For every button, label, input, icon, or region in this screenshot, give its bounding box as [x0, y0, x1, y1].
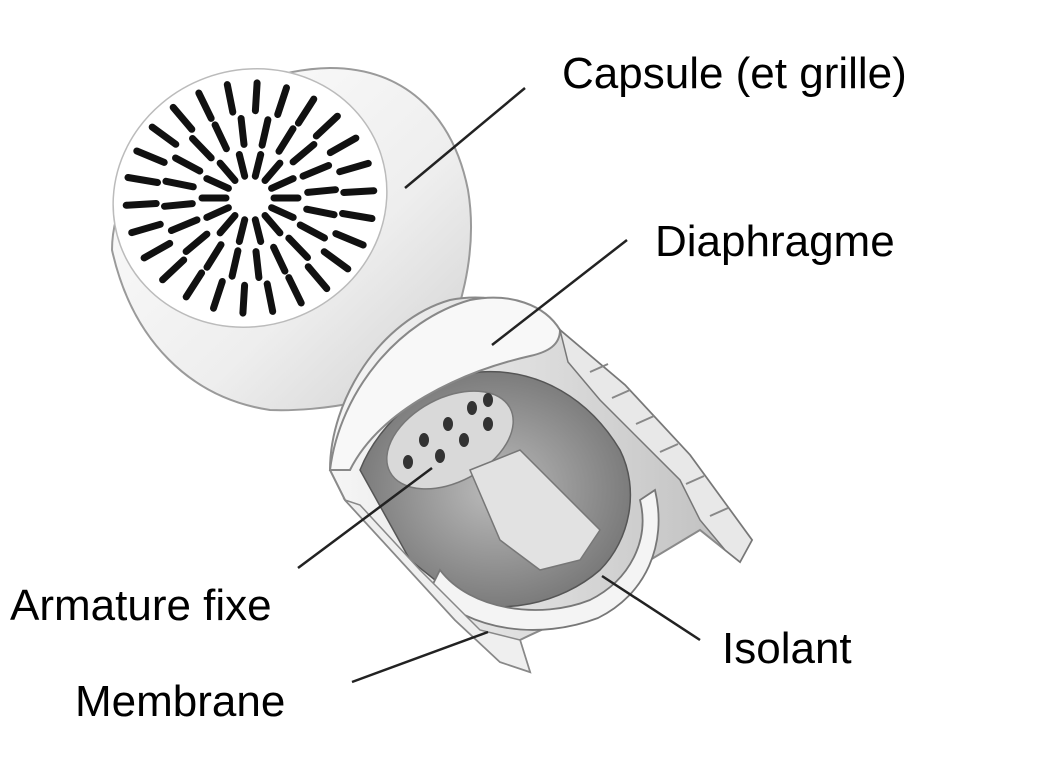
grille-slot [235, 151, 249, 180]
grille-slot [299, 162, 333, 180]
leader-capsule [404, 87, 526, 189]
label-membrane: Membrane [75, 677, 286, 726]
grille-slot [296, 221, 328, 242]
grille-slot [237, 115, 248, 148]
microphone-body [328, 296, 754, 674]
leader-isolant [601, 574, 701, 642]
grille-slot [211, 121, 230, 153]
grille-slot [140, 239, 174, 262]
grille-slot [326, 134, 360, 157]
grille-slot [203, 175, 232, 192]
grille-slot [294, 95, 318, 127]
grille-slot [210, 278, 226, 312]
grille-slot [336, 159, 372, 176]
leader-diaphragme [491, 239, 628, 346]
grille-slot [261, 159, 284, 184]
grille-slot [203, 204, 232, 221]
grille-slot [124, 174, 161, 186]
grille-slot [216, 212, 239, 237]
grille-slot [251, 151, 265, 180]
grille-slot [228, 247, 242, 280]
grille-slot [251, 79, 261, 115]
grille-slot [161, 200, 196, 210]
grille-slot [285, 234, 311, 261]
label-isolant: Isolant [722, 624, 852, 673]
grille-slot [320, 248, 352, 273]
grille-slot [203, 241, 225, 271]
grille-slot [195, 89, 215, 122]
grille-slot [304, 186, 339, 196]
grille-slot [189, 135, 215, 162]
grille-slot [235, 216, 249, 245]
leader-armature [297, 466, 433, 570]
grille-slot [182, 230, 211, 255]
grille-slot [223, 81, 237, 116]
grille-slot [258, 116, 272, 149]
grille-slot [268, 204, 297, 221]
grille-slot [122, 200, 160, 209]
grille-slot [340, 187, 378, 196]
grille-slot [275, 125, 297, 155]
grille-slot [239, 281, 249, 317]
grille-slot [182, 269, 206, 301]
grille-slot [128, 220, 164, 237]
grille-slot [252, 248, 263, 281]
grille-slot [261, 212, 284, 237]
grille-slot [133, 147, 168, 166]
grille-slot [304, 263, 331, 293]
grille-slot [312, 112, 341, 140]
grille-slots [122, 79, 378, 317]
grille-slot [289, 141, 318, 166]
grille-slot [303, 205, 338, 219]
leader-membrane [351, 630, 489, 684]
grille-slot [268, 175, 297, 192]
grille-slot [167, 216, 201, 234]
grille-slot [251, 216, 265, 245]
grille-slot [169, 103, 196, 133]
grille-slot [159, 256, 188, 284]
leader-lines [297, 87, 701, 684]
grille-slot [270, 243, 289, 275]
grille-slot [216, 159, 239, 184]
grille-slot [339, 210, 376, 222]
grille-slot [148, 123, 180, 148]
label-armature-fixe: Armature fixe [10, 581, 272, 630]
label-capsule: Capsule (et grille) [562, 49, 907, 98]
grille-slot [332, 230, 367, 249]
capsule-grille [110, 66, 472, 412]
grille-slot [172, 154, 204, 175]
grille-slot [274, 84, 290, 118]
grille-slot [162, 177, 197, 191]
grille-slot [263, 280, 277, 315]
grille-slot [285, 274, 305, 307]
label-diaphragme: Diaphragme [655, 217, 895, 266]
